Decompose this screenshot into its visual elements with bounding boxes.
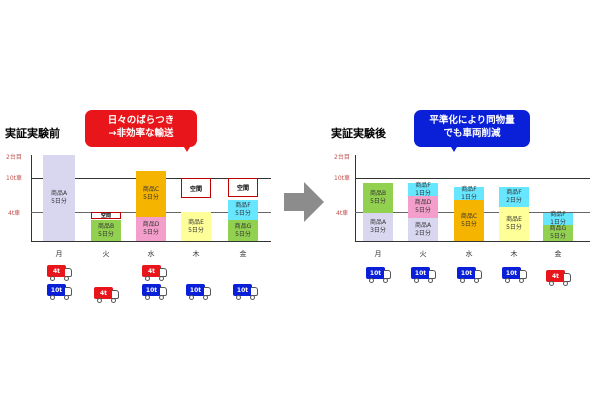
truck-4t-label: 4t [94,287,113,299]
right-callout-line2: でも車両削減 [443,128,501,139]
right-truck-tue-10t: 10t [411,267,437,285]
right-day-wed: 水 [465,250,473,258]
left-truck-mon-10t: 10t [47,284,73,302]
left-callout-line1: 日々のばらつき [107,115,175,126]
right-baseline [355,241,590,242]
left-y-axis [31,155,32,241]
left-day-wed: 水 [147,250,155,258]
truck-10t-label: 10t [457,267,476,279]
transition-arrow-icon [284,182,324,222]
left-empty-thu: 空間 [181,178,211,198]
right-day-fri: 金 [554,250,562,258]
left-truck-wed-4t: 4t [142,265,168,283]
right-y-axis [355,155,356,241]
left-callout: 日々のばらつき →非効率な輸送 [85,110,197,152]
left-truck-fri-10t: 10t [233,284,259,302]
left-y-label-4t: 4t車 [8,210,21,217]
right-truck-fri-4t: 4t [546,270,572,288]
truck-4t-label: 4t [47,265,66,277]
right-day-tue: 火 [419,250,427,258]
right-y-label-10t: 10t車 [334,175,350,182]
truck-10t-label: 10t [366,267,385,279]
right-y-label-2nd: 2台目 [334,154,350,161]
right-day-thu: 木 [510,250,518,258]
left-y-label-10t: 10t車 [6,175,22,182]
left-truck-thu-10t: 10t [186,284,212,302]
truck-10t-label: 10t [186,284,205,296]
right-truck-wed-10t: 10t [457,267,483,285]
right-truck-mon-10t: 10t [366,267,392,285]
truck-4t-label: 4t [142,265,161,277]
truck-10t-label: 10t [47,284,66,296]
right-y-label-4t: 4t車 [336,210,349,217]
right-title: 実証実験後 [331,127,386,140]
right-truck-thu-10t: 10t [502,267,528,285]
left-truck-wed-10t: 10t [142,284,168,302]
truck-10t-label: 10t [502,267,521,279]
left-day-tue: 火 [102,250,110,258]
truck-4t-label: 4t [546,270,565,282]
left-empty-fri: 空間 [228,178,258,197]
right-day-mon: 月 [374,250,382,258]
left-y-label-2nd: 2台目 [6,154,22,161]
left-callout-line2: →非効率な輸送 [108,128,174,139]
truck-10t-label: 10t [142,284,161,296]
right-callout-line1: 平準化により同物量 [429,115,515,126]
left-day-fri: 金 [239,250,247,258]
left-truck-tue-4t: 4t [94,287,120,305]
truck-10t-label: 10t [411,267,430,279]
left-empty-tue: 空間 [91,212,121,219]
truck-10t-label: 10t [233,284,252,296]
left-title: 実証実験前 [5,127,60,140]
left-baseline [31,241,271,242]
left-day-mon: 月 [55,250,63,258]
right-gridline-10t [355,178,590,179]
right-callout: 平準化により同物量 でも車両削減 [414,110,530,152]
left-day-thu: 木 [192,250,200,258]
left-truck-mon-4t: 4t [47,265,73,283]
